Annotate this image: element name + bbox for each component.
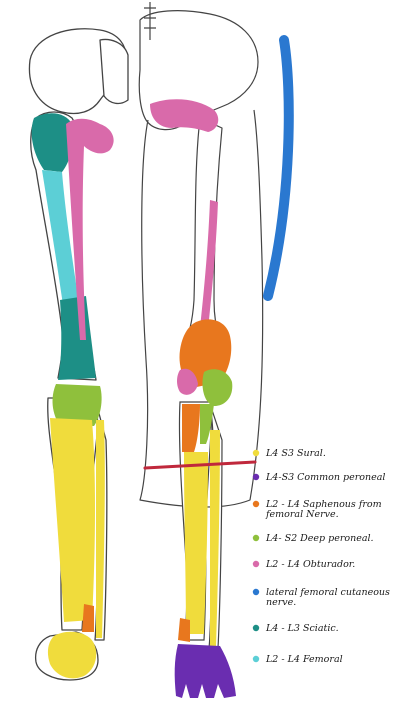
legend-label: nerve. [266,597,296,608]
purple-dot-icon [253,474,259,480]
legend-label: L4 - L3 Sciatic. [265,623,339,634]
legend-label: L4-S3 Common peroneal [265,472,385,483]
right-saphenous-ankle [178,618,190,642]
left-sacrum [100,40,128,104]
yellow-dot-icon [253,450,259,456]
green-dot-icon [253,535,259,541]
left-sciatic-knee-region [58,296,96,380]
legend: L4 S3 Sural. L4-S3 Common peroneal L2 - L4… [253,448,390,665]
legend-label: L4 S3 Sural. [265,448,326,459]
right-deep-peroneal-knee [202,369,232,406]
right-leg-regions [150,99,236,698]
right-common-peroneal-foot [175,644,236,698]
legend-label: L4- S2 Deep peroneal. [265,533,374,544]
legend-label: femoral Nerve. [265,509,339,520]
left-saphenous-ankle [82,604,94,632]
pink-dot-icon [253,561,259,567]
legend-item-sciatic: L4 - L3 Sciatic. [253,623,339,634]
legend-item-obturator: L2 - L4 Obturador. [253,559,356,570]
legend-item-common-peroneal: L4-S3 Common peroneal [253,472,386,483]
legend-label: L2 - L4 Obturador. [265,559,355,570]
orange-dot-icon [253,501,259,507]
legend-item-deep-peroneal: L4- S2 Deep peroneal. [253,533,374,544]
legend-item-femoral: L2 - L4 Femoral [253,654,343,665]
blue-dot-icon [253,589,259,595]
lateral-femoral-cutaneous-strip [268,40,289,296]
teal-dot-icon [253,625,259,631]
left-sural-leg [50,418,95,622]
legend-label: L2 - L4 Femoral [265,654,343,665]
cyan-dot-icon [253,656,259,662]
right-sural-leg [184,452,208,634]
legend-item-sural: L4 S3 Sural. [253,448,326,459]
